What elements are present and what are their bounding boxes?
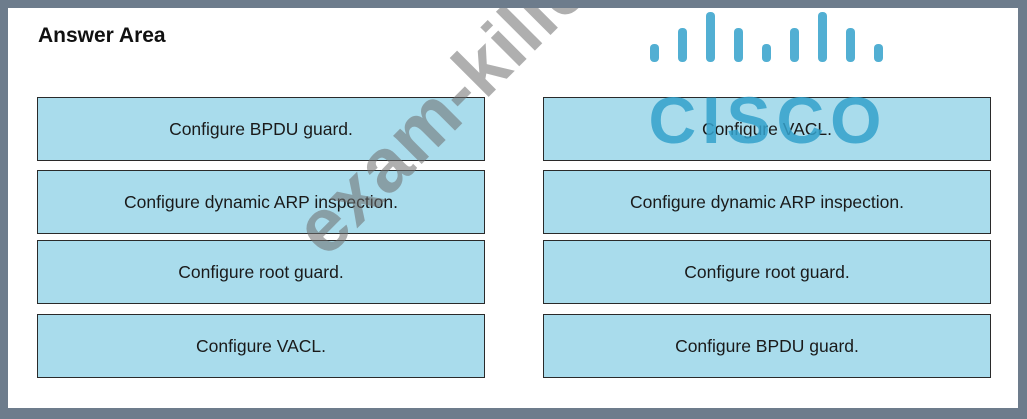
- answer-area-title: Answer Area: [38, 24, 166, 47]
- answer-area-panel: Answer Area Configure BPDU guard. Config…: [8, 8, 1018, 408]
- answer-item-right-4[interactable]: Configure BPDU guard.: [543, 314, 991, 378]
- answer-item-left-4[interactable]: Configure VACL.: [37, 314, 485, 378]
- answer-item-left-3[interactable]: Configure root guard.: [37, 240, 485, 304]
- answer-item-right-1[interactable]: Configure VACL.: [543, 97, 991, 161]
- answer-item-right-3[interactable]: Configure root guard.: [543, 240, 991, 304]
- answer-item-left-1[interactable]: Configure BPDU guard.: [37, 97, 485, 161]
- answer-item-right-2[interactable]: Configure dynamic ARP inspection.: [543, 170, 991, 234]
- answer-item-left-2[interactable]: Configure dynamic ARP inspection.: [37, 170, 485, 234]
